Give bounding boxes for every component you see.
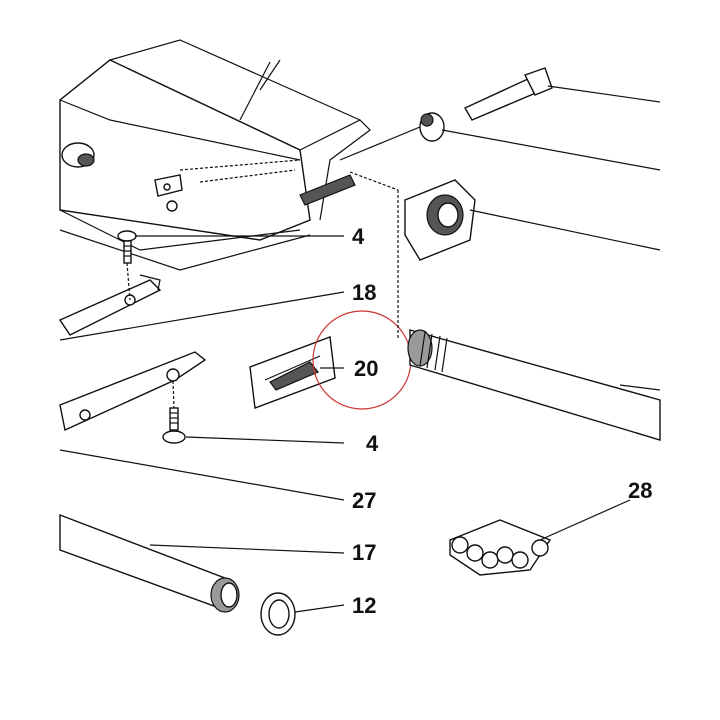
- callout-20: 20: [354, 356, 378, 381]
- axle-bolt: [464, 67, 553, 121]
- callout-4-bottom: 4: [366, 431, 379, 456]
- chain-slider-strip: [58, 274, 162, 336]
- callout-4-top: 4: [352, 224, 365, 249]
- callout-27: 27: [352, 488, 376, 513]
- chain-master-link: [449, 519, 552, 576]
- decal-sticker: [249, 336, 336, 409]
- spindle-tube: [59, 513, 240, 613]
- callout-18: 18: [352, 280, 376, 305]
- spacer-nut: [419, 112, 445, 142]
- retaining-ring: [260, 592, 296, 636]
- chain-guide: [59, 351, 207, 432]
- callout-28: 28: [628, 478, 652, 503]
- rear-axle: [407, 329, 661, 441]
- swingarm: [59, 39, 371, 271]
- leader-lines: [59, 85, 661, 613]
- callout-12: 12: [352, 593, 376, 618]
- chain-adjuster: [404, 179, 476, 261]
- screw-bottom: [162, 380, 186, 444]
- screw-top: [117, 230, 137, 301]
- callout-17: 17: [352, 540, 376, 565]
